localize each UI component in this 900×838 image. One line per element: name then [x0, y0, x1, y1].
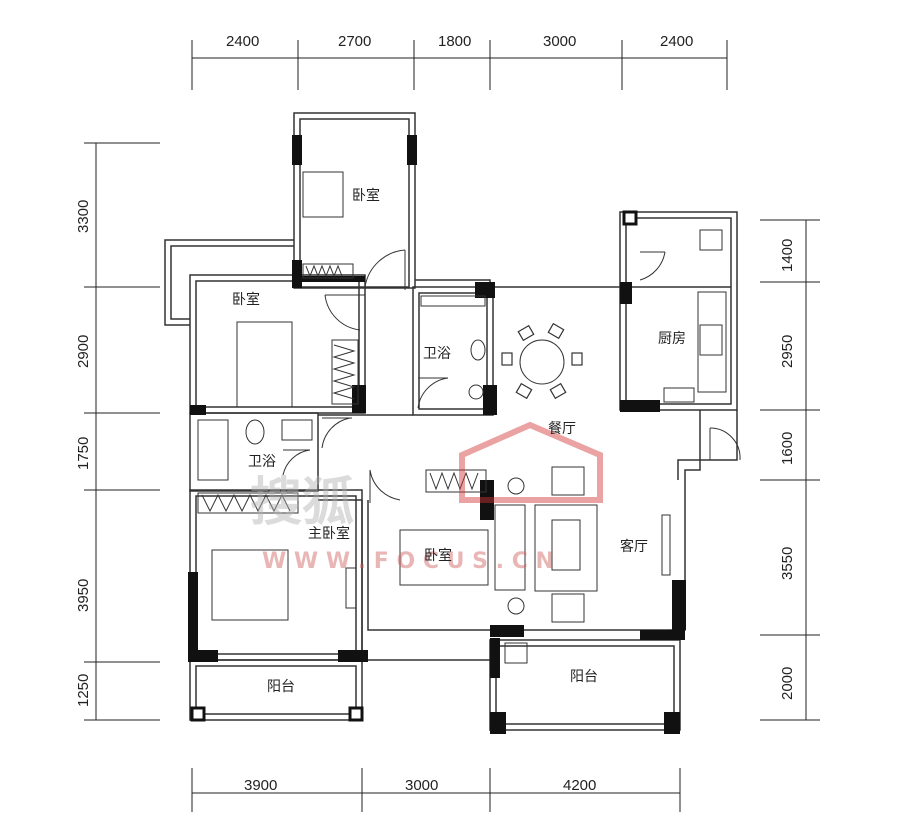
- furniture: [197, 171, 727, 664]
- room-balcony-left: 阳台: [267, 679, 295, 695]
- room-bedroom-left: 卧室: [232, 291, 260, 308]
- dim-bottom-1: 3900: [244, 777, 277, 794]
- dim-left-5: 1250: [75, 674, 92, 707]
- room-master-bedroom: 主卧室: [308, 525, 350, 542]
- room-living: 客厅: [620, 538, 648, 555]
- room-bedroom-mid: 卧室: [424, 547, 452, 564]
- dimension-lines: [84, 40, 820, 812]
- watermark-url: W W W . F O C U S . C N: [262, 549, 554, 574]
- dim-top-5: 2400: [660, 33, 693, 50]
- room-bathroom-upper: 卫浴: [423, 346, 451, 362]
- dim-top-2: 2700: [338, 33, 371, 50]
- dim-bottom-3: 4200: [563, 777, 596, 794]
- dim-right-3: 1600: [779, 432, 796, 465]
- corner-posts: [190, 210, 638, 722]
- room-balcony-right: 阳台: [570, 669, 598, 685]
- room-dining: 餐厅: [548, 421, 576, 437]
- dim-top-4: 3000: [543, 33, 576, 50]
- dim-left-2: 2900: [75, 335, 92, 368]
- dim-left-1: 3300: [75, 200, 92, 233]
- dim-right-5: 2000: [779, 667, 796, 700]
- room-bedroom-top: 卧室: [352, 187, 380, 204]
- dimension-labels: 2400 2700 1800 3000 2400 3900 3000 4200 …: [75, 33, 796, 794]
- room-labels: 卧室 卧室 卫浴 餐厅 厨房 卫浴 主卧室 卧室 客厅 阳台 阳台: [232, 187, 686, 695]
- room-bathroom-lower: 卫浴: [248, 454, 276, 470]
- wall-posts: [188, 135, 686, 734]
- dim-bottom-2: 3000: [405, 777, 438, 794]
- dim-right-4: 3550: [779, 547, 796, 580]
- watermark-brand: 搜狐: [250, 473, 354, 533]
- doors: [282, 249, 741, 503]
- dim-right-2: 2950: [779, 335, 796, 368]
- dim-left-4: 3950: [75, 579, 92, 612]
- dim-top-3: 1800: [438, 33, 471, 50]
- watermark: 搜狐 W W W . F O C U S . C N: [250, 421, 603, 574]
- walls: [164, 112, 738, 731]
- dim-right-1: 1400: [779, 239, 796, 272]
- dim-left-3: 1750: [75, 437, 92, 470]
- room-kitchen: 厨房: [658, 331, 686, 347]
- dim-top-1: 2400: [226, 33, 259, 50]
